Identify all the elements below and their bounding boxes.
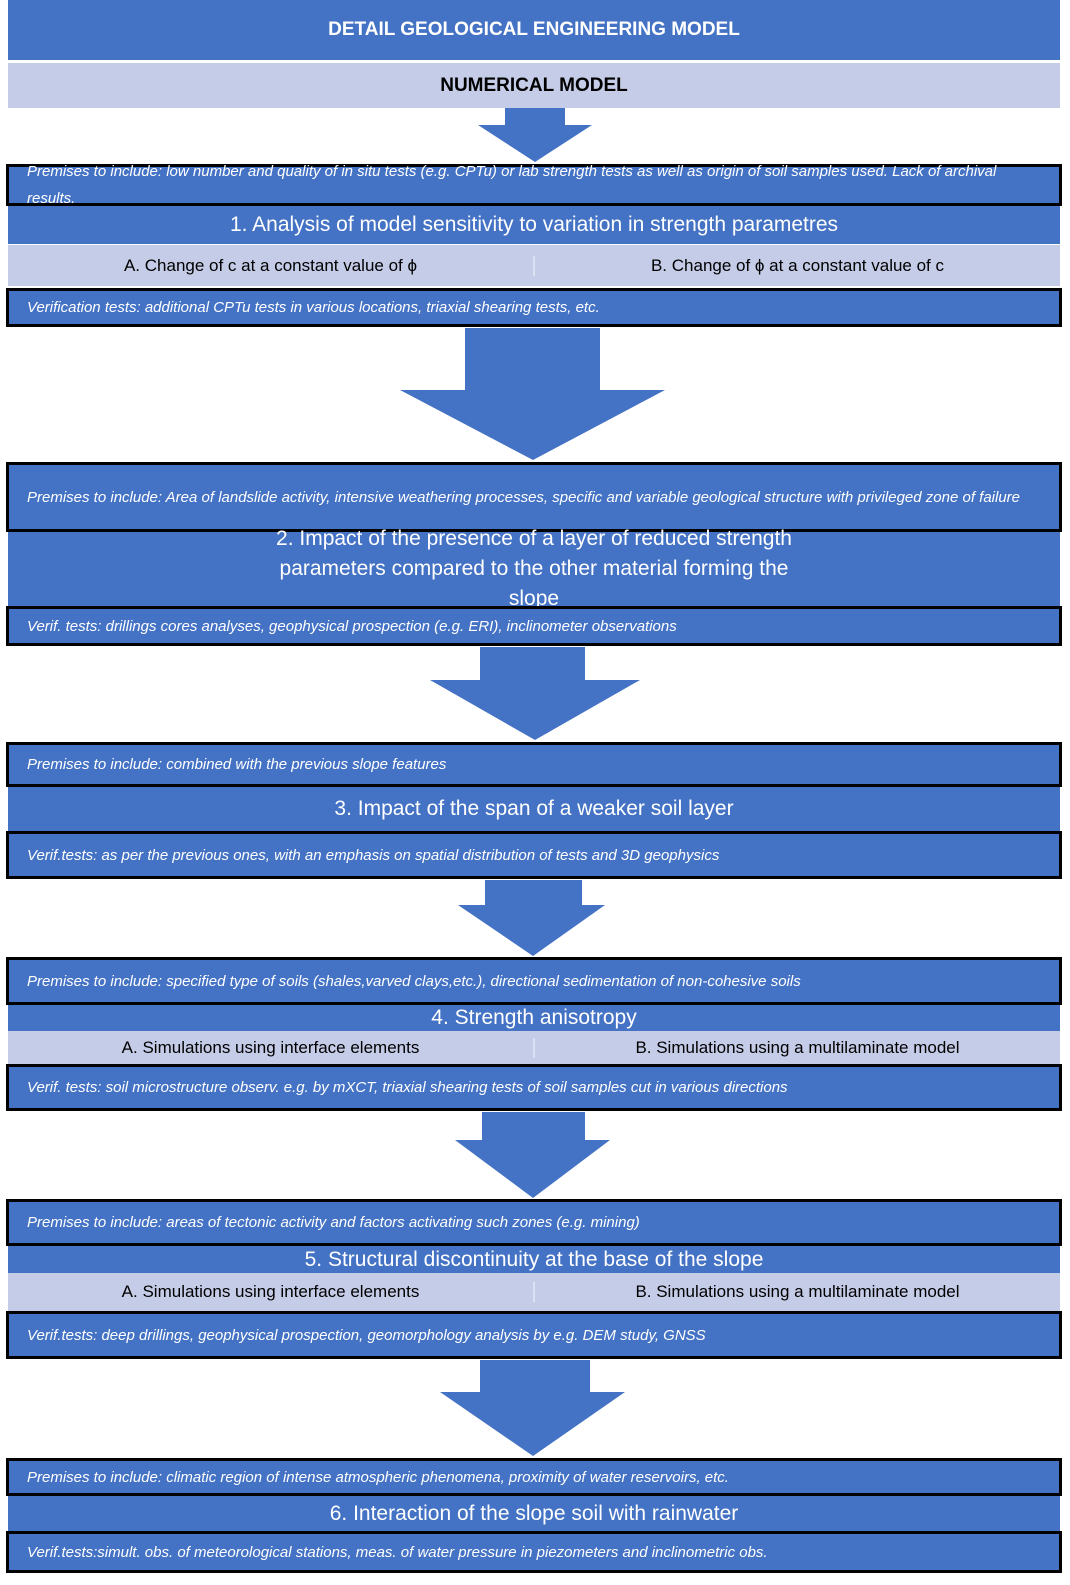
arrow-down-icon <box>458 880 605 956</box>
main-title: DETAIL GEOLOGICAL ENGINEERING MODEL <box>8 0 1060 60</box>
verification-4: Verif. tests: soil microstructure observ… <box>6 1064 1062 1111</box>
premises-6: Premises to include: climatic region of … <box>6 1458 1062 1496</box>
step-title-3: 3. Impact of the span of a weaker soil l… <box>8 787 1060 831</box>
verification-6: Verif.tests:simult. obs. of meteorologic… <box>6 1531 1062 1573</box>
options-5: A. Simulations using interface elements … <box>8 1273 1060 1311</box>
option-b-4: B. Simulations using a multilaminate mod… <box>635 1037 960 1057</box>
arrow-down-icon <box>400 328 665 460</box>
step-title-6: 6. Interaction of the slope soil with ra… <box>8 1496 1060 1531</box>
premises-3: Premises to include: combined with the p… <box>6 742 1062 787</box>
arrow-down-icon <box>478 108 592 162</box>
option-b-5: B. Simulations using a multilaminate mod… <box>635 1282 960 1301</box>
subtitle: NUMERICAL MODEL <box>8 63 1060 108</box>
step-title-4: 4. Strength anisotropy <box>8 1005 1060 1031</box>
arrow-down-icon <box>440 1360 625 1456</box>
premises-4: Premises to include: specified type of s… <box>6 957 1062 1005</box>
premises-5: Premises to include: areas of tectonic a… <box>6 1199 1062 1246</box>
step-title-5: 5. Structural discontinuity at the base … <box>8 1246 1060 1273</box>
options-4: A. Simulations using interface elements … <box>8 1031 1060 1064</box>
step-title-1: 1. Analysis of model sensitivity to vari… <box>8 206 1060 244</box>
verification-1: Verification tests: additional CPTu test… <box>6 288 1062 327</box>
verification-3: Verif.tests: as per the previous ones, w… <box>6 831 1062 879</box>
premises-2: Premises to include: Area of landslide a… <box>6 462 1062 532</box>
option-a-5: A. Simulations using interface elements <box>8 1282 535 1302</box>
verification-2: Verif. tests: drillings cores analyses, … <box>6 606 1062 646</box>
options-1: A. Change of c at a constant value of ϕ … <box>8 245 1060 286</box>
option-b-1: B. Change of ϕ at a constant value of c <box>650 255 945 275</box>
verification-5: Verif.tests: deep drillings, geophysical… <box>6 1311 1062 1359</box>
arrow-down-icon <box>455 1112 610 1198</box>
option-a-4: A. Simulations using interface elements <box>8 1037 535 1058</box>
option-a-1: A. Change of c at a constant value of ϕ <box>8 255 535 276</box>
step-title-2: 2. Impact of the presence of a layer of … <box>8 527 1060 610</box>
premises-1: Premises to include: low number and qual… <box>6 163 1062 207</box>
arrow-down-icon <box>430 647 640 740</box>
